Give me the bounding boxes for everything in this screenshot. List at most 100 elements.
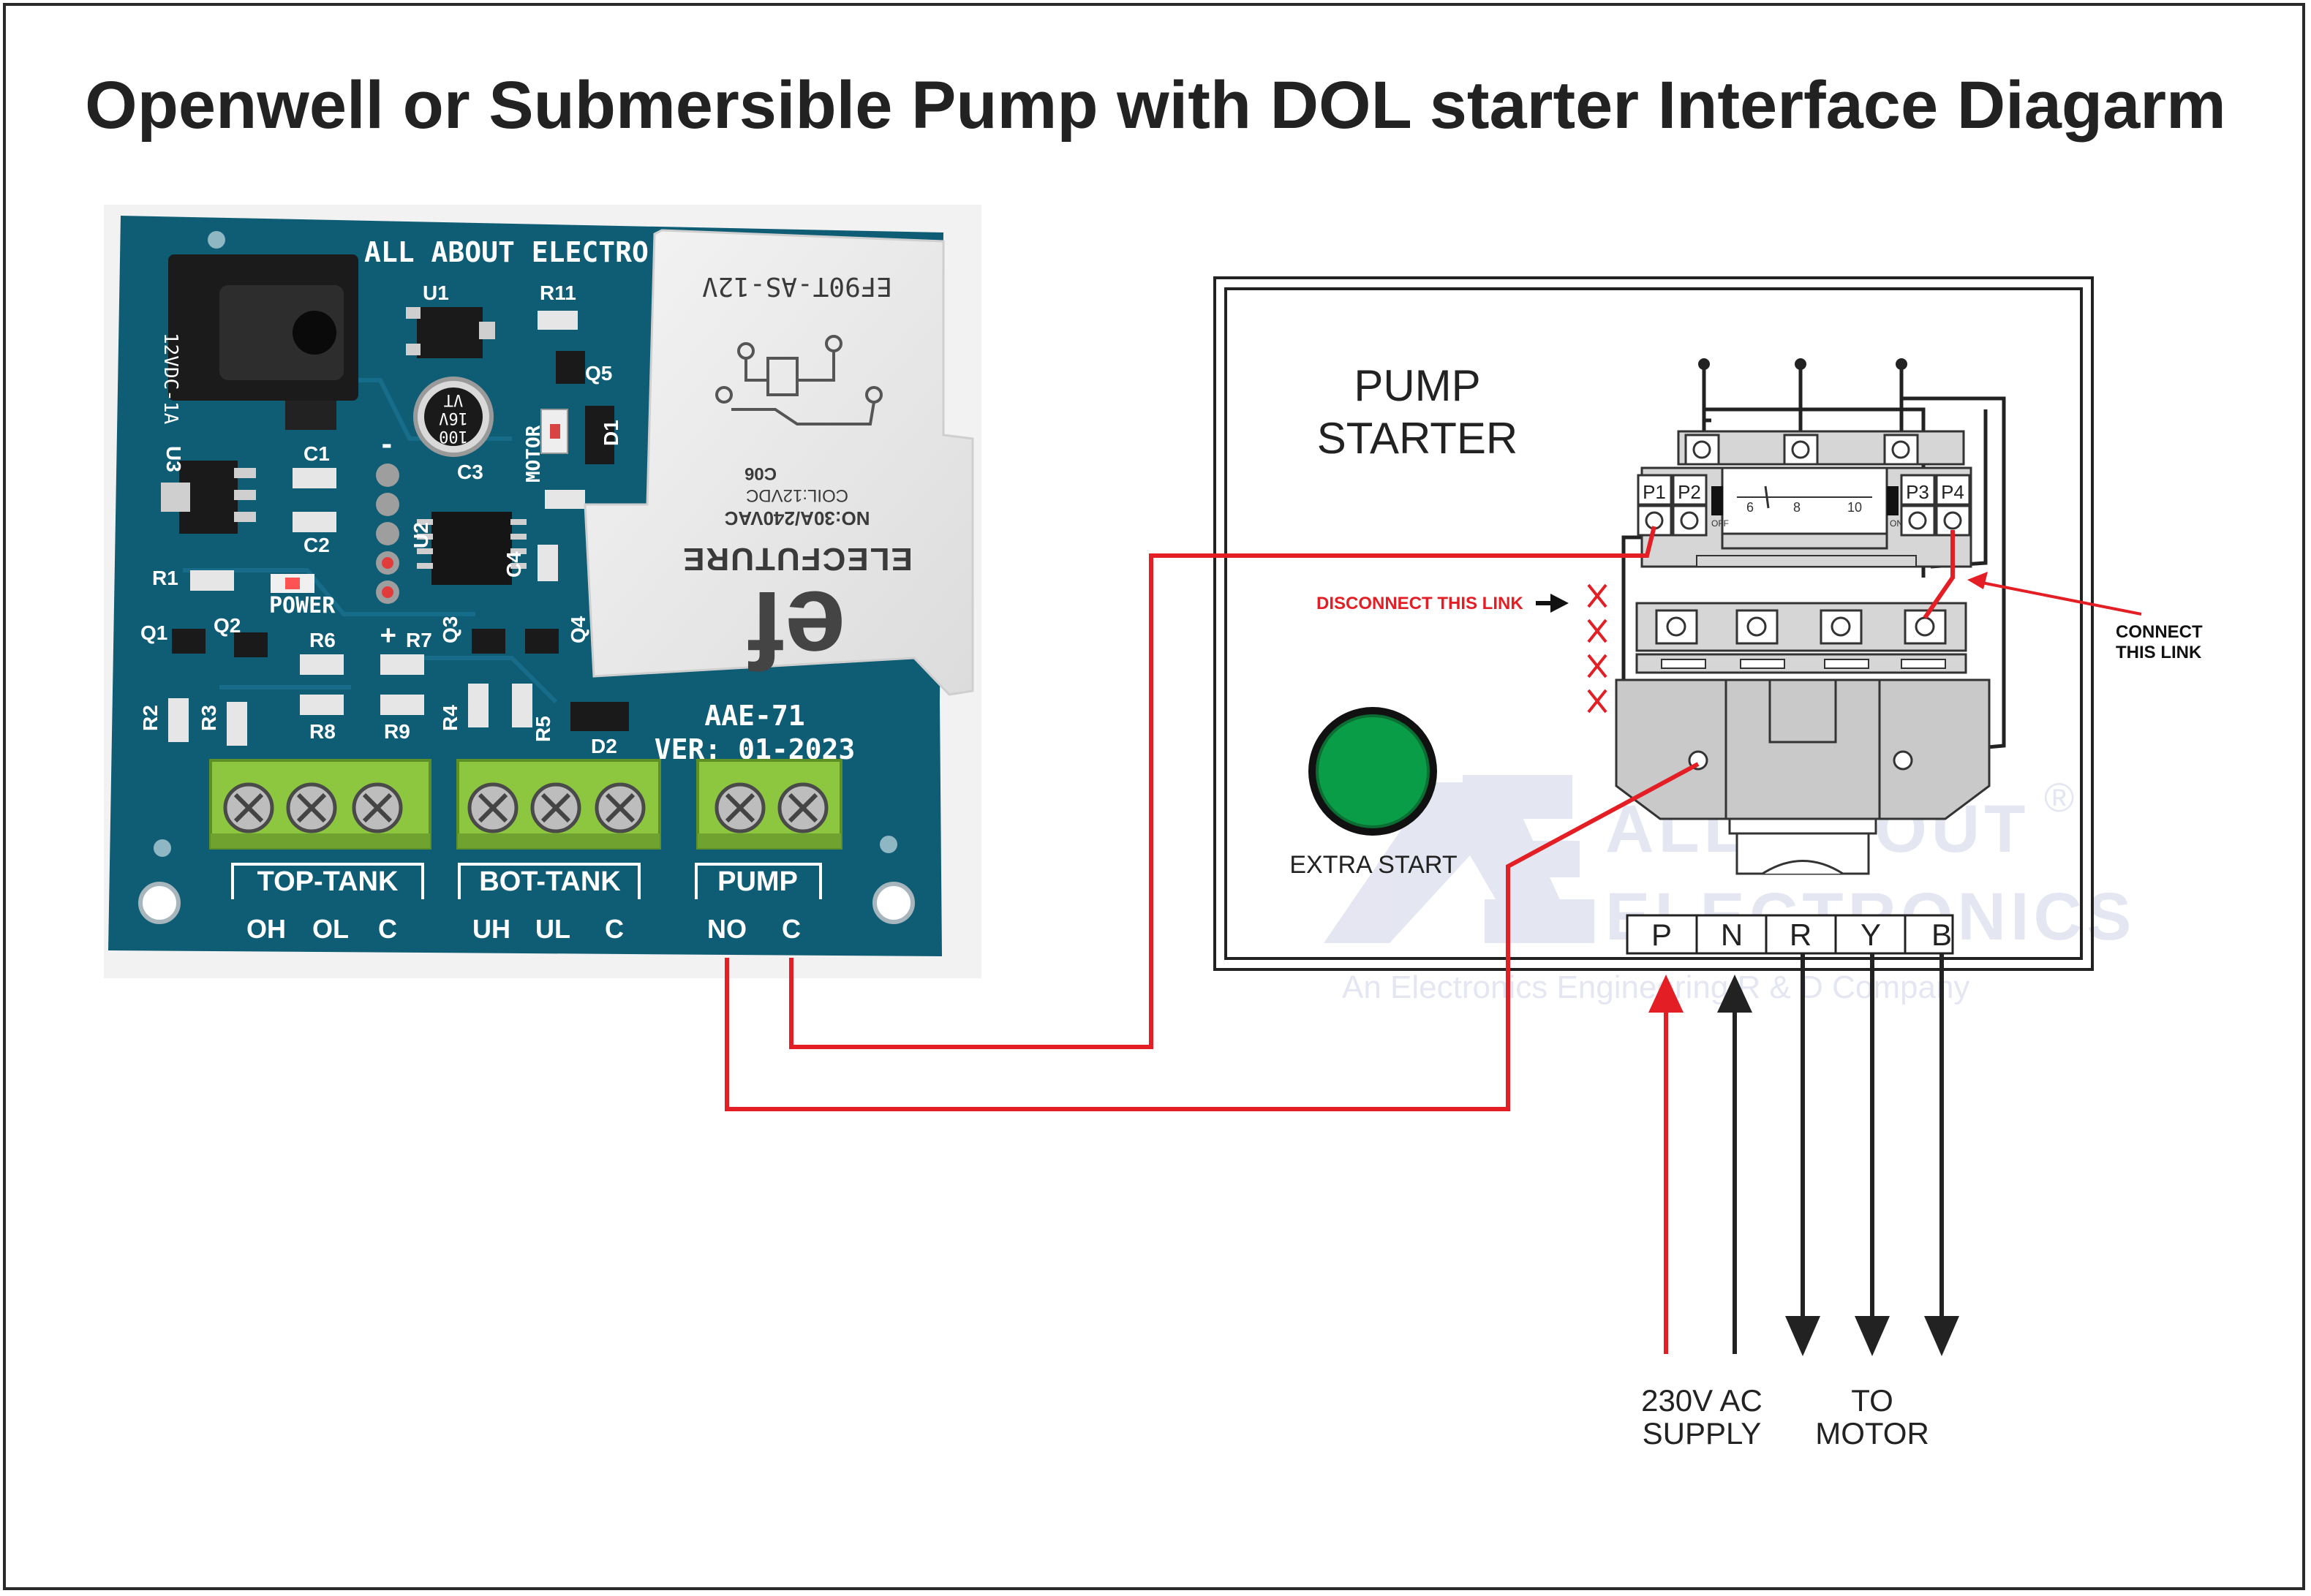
label-r11: R11: [540, 281, 576, 304]
label-u1: U1: [423, 281, 449, 304]
label-r2: R2: [139, 705, 162, 731]
supply-label-line1: 230V AC: [1641, 1383, 1763, 1418]
label-u3: U3: [162, 446, 185, 472]
board-brand: ALL ABOUT ELECTRO: [364, 236, 649, 268]
ic-u2: [431, 512, 512, 585]
label-q5: Q5: [585, 362, 612, 385]
label-r8: R8: [309, 720, 336, 743]
interface-wires: [725, 526, 1944, 1354]
svg-text:100: 100: [439, 427, 468, 445]
group-label-top-tank: TOP-TANK: [257, 866, 399, 897]
scale-off: OFF: [1711, 518, 1729, 529]
motor-label-line2: MOTOR: [1815, 1416, 1929, 1451]
pin-c-bot: C: [605, 914, 624, 944]
arrowheads: [1648, 975, 1959, 1356]
label-c1: C1: [304, 442, 330, 465]
relay-coil: COIL:12VDC: [746, 485, 848, 505]
relay-logo: ef: [747, 569, 845, 692]
pin-ol: OL: [312, 914, 349, 944]
wire-no-to-coil: [725, 762, 1700, 1111]
scale-6: 6: [1746, 500, 1754, 515]
label-u2: U2: [410, 522, 432, 548]
motor-label-line1: TO: [1851, 1383, 1893, 1418]
relay-symbol: [715, 335, 883, 426]
label-r1: R1: [152, 567, 178, 589]
label-d1: D1: [600, 420, 622, 446]
relay-brand: ELECFUTURE: [682, 541, 913, 577]
label-d2: D2: [591, 735, 617, 757]
starter-title-line2: STARTER: [1317, 414, 1518, 463]
svg-text:VT: VT: [444, 390, 464, 409]
wire-c-to-p1: [789, 526, 1656, 1049]
pin-no: NO: [707, 914, 747, 944]
scale-on: ON: [1890, 518, 1903, 529]
dc-jack: 12VDC-1A: [159, 254, 358, 430]
contactor-terminals: [1615, 602, 1991, 875]
label-q4: Q4: [567, 616, 589, 643]
supply-terminal-b: B: [1931, 918, 1952, 952]
header-pins: [376, 464, 399, 604]
terminal-p3: P3: [1906, 481, 1929, 503]
extra-start-button[interactable]: [1308, 707, 1437, 836]
board-model: AAE-71: [704, 700, 804, 732]
supply-terminal-y: Y: [1861, 918, 1881, 952]
label-q3: Q3: [439, 616, 461, 643]
power-relay: EF90T-AS-12V NO:30A/240VAC COIL:12VDC C0…: [584, 229, 974, 696]
disconnect-crosses: [1587, 583, 1607, 714]
disconnect-arrow: [1536, 594, 1569, 613]
label-r7: R7: [406, 629, 432, 651]
extra-start-label: EXTRA START: [1289, 851, 1457, 879]
svg-text:16V: 16V: [439, 409, 468, 427]
supply-terminal-r: R: [1790, 918, 1812, 952]
label-r9: R9: [384, 720, 410, 743]
relay-code: C06: [744, 464, 777, 483]
label-r3: R3: [197, 705, 220, 731]
terminal-p2: P2: [1678, 481, 1701, 503]
pin-oh: OH: [246, 914, 286, 944]
relay-part: EF90T-AS-12V: [702, 271, 892, 301]
supply-label-line2: SUPPLY: [1643, 1416, 1762, 1451]
plus-label: +: [380, 620, 396, 650]
watermark-registered: ®: [2044, 774, 2074, 820]
pin-ul: UL: [535, 914, 570, 944]
terminal-p4: P4: [1941, 481, 1964, 503]
scale-10: 10: [1847, 500, 1862, 515]
starter-inner-box: [1224, 287, 2083, 960]
page-title: Openwell or Submersible Pump with DOL st…: [85, 68, 2226, 143]
motor-label: MOTOR: [523, 425, 545, 483]
starter-outer-box: [1213, 276, 2094, 971]
mounting-hole: [138, 882, 181, 924]
ic-u1: [417, 307, 483, 358]
connect-arrow: [1967, 572, 2142, 616]
group-label-pump: PUMP: [717, 866, 798, 897]
supply-terminal-n: N: [1721, 918, 1743, 952]
supply-label: 12VDC-1A: [159, 333, 181, 425]
page-frame: [3, 3, 2305, 1590]
label-r6: R6: [309, 629, 336, 651]
mounting-hole: [872, 882, 915, 924]
label-r5: R5: [532, 716, 554, 742]
group-label-bot-tank: BOT-TANK: [479, 866, 621, 897]
pin-c-top: C: [378, 914, 397, 944]
label-c4: C4: [502, 551, 525, 578]
scale-8: 8: [1793, 500, 1801, 515]
pump-starter: PUMP STARTER EXTRA START: [1213, 276, 2203, 971]
label-q2: Q2: [214, 614, 241, 637]
pin-uh: UH: [472, 914, 510, 944]
overload-relay: OFF 6 8 10 ON P1 P2 P3 P4: [1637, 430, 1972, 568]
controller-board: 12VDC-1A ALL ABOUT ELECTRO 100 16V VT: [104, 205, 981, 978]
disconnect-link-label: DISCONNECT THIS LINK: [1316, 594, 1523, 613]
supply-terminal-p: P: [1651, 918, 1672, 952]
label-q1: Q1: [140, 621, 167, 644]
label-r4: R4: [439, 705, 461, 731]
starter-title-line1: PUMP: [1354, 361, 1480, 410]
relay-rating: NO:30A/240VAC: [724, 507, 870, 529]
new-link-wire: [1923, 530, 1955, 619]
terminal-blocks: [209, 759, 842, 850]
connect-link-label-line2: THIS LINK: [2116, 643, 2202, 662]
minus-label: -: [379, 430, 395, 460]
capacitor-c3: 100 16V VT: [413, 377, 494, 457]
label-c3: C3: [457, 461, 483, 483]
power-label: POWER: [269, 593, 336, 619]
